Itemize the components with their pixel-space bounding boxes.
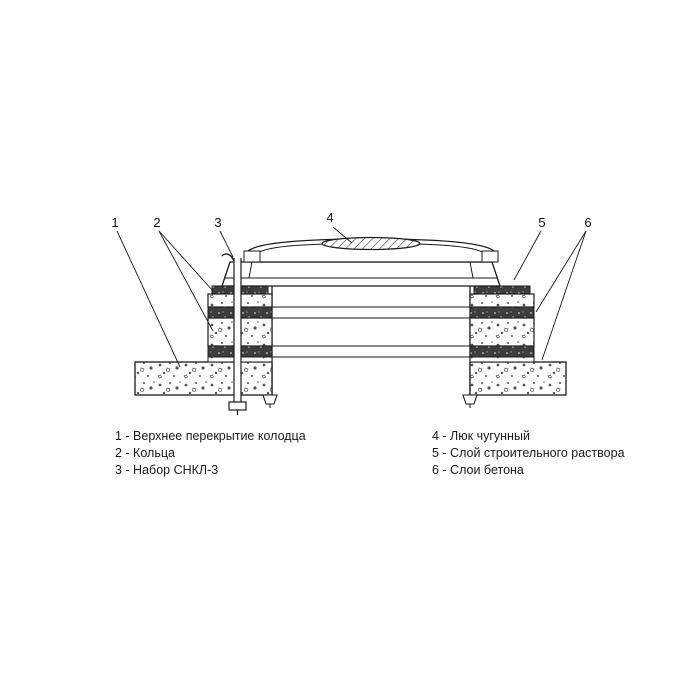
lid-hatched-section [321,236,421,251]
legend-left-column: 1 - Верхнее перекрытие колодца 2 - Кольц… [115,428,306,479]
rod-nut [228,401,247,411]
callout-5: 5 [538,215,545,230]
mortar-band [469,345,535,358]
shaft-interior [271,286,471,395]
callout-6: 6 [584,215,591,230]
base-slab-right [469,361,567,396]
leader-line-2b [158,230,214,332]
mortar-layer-top-right [473,285,531,295]
base-slab-left [134,361,273,396]
hatch-frame [221,261,501,287]
concrete-ring [469,293,535,308]
legend-right-column: 4 - Люк чугунный 5 - Слой строительного … [432,428,625,479]
leader-line-2a [158,230,214,292]
legend-item-5: 5 - Слой строительного раствора [432,446,625,460]
lid-lug-right [481,250,499,263]
leader-line-3 [219,230,234,258]
leader-line-1 [116,230,181,368]
leader-line-6b [541,230,587,361]
callout-2: 2 [153,215,160,230]
rod-hook [221,253,235,262]
ring-column-right [469,285,535,363]
mortar-band [469,306,535,319]
callout-4: 4 [326,210,333,225]
callout-1: 1 [111,215,118,230]
leader-line-6a [535,230,587,313]
legend-item-6: 6 - Слои бетона [432,463,524,477]
concrete-ring [469,317,535,347]
anchor-bolt-right [462,394,478,408]
tie-rod [221,253,247,415]
leader-lines [116,226,587,368]
legend-item-2: 2 - Кольца [115,446,175,460]
legend-item-1: 1 - Верхнее перекрытие колодца [115,429,306,443]
concrete-ring [469,356,535,363]
leader-line-4 [332,226,353,244]
lid-lug-left [243,250,261,263]
hatch-lid [243,236,499,263]
leader-line-5 [513,230,542,281]
anchor-bolt-left [262,394,278,408]
legend-item-3: 3 - Набор СНКЛ-3 [115,463,219,477]
legend-item-4: 4 - Люк чугунный [432,429,530,443]
callout-3: 3 [214,215,221,230]
callout-numbers: 1 2 3 4 5 6 [111,210,591,230]
